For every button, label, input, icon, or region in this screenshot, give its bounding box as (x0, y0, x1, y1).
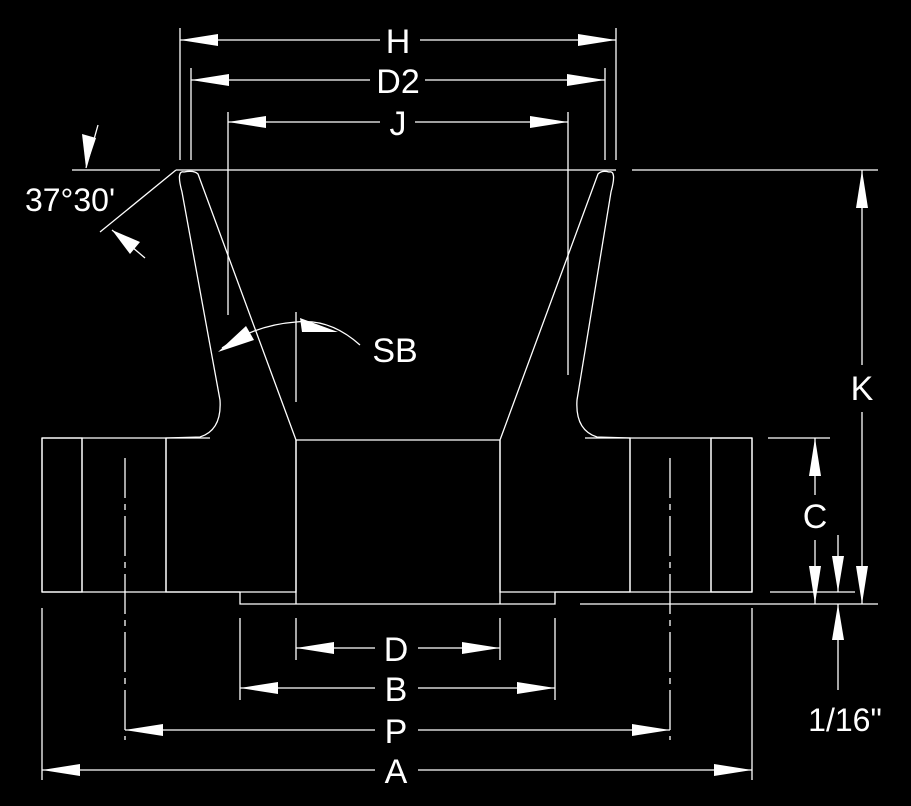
label-D2: D2 (376, 63, 419, 101)
label-D: D (384, 631, 409, 669)
label-K: K (851, 370, 874, 408)
label-J: J (390, 105, 407, 143)
dimension-lines (42, 34, 868, 776)
bolt-center-lines (124, 458, 671, 740)
label-H: H (386, 23, 411, 61)
left-hub-section (165, 170, 297, 593)
right-hub-section (499, 170, 631, 593)
label-raised-face-height: 1/16" (808, 702, 882, 738)
left-outer-flange-section (41, 437, 83, 593)
label-A: A (385, 753, 408, 791)
label-bevel-angle: 37°30' (25, 182, 115, 218)
right-outer-flange-section (710, 437, 753, 593)
flange-outline (41, 169, 753, 605)
label-P: P (385, 713, 408, 751)
dimension-labels: H D2 J SB K C D B P A 1/16" 37°30' (25, 23, 882, 791)
label-SB: SB (372, 332, 417, 370)
label-B: B (385, 671, 408, 709)
section-hatching (41, 170, 753, 593)
extension-lines (41, 28, 878, 780)
label-C: C (803, 498, 828, 536)
